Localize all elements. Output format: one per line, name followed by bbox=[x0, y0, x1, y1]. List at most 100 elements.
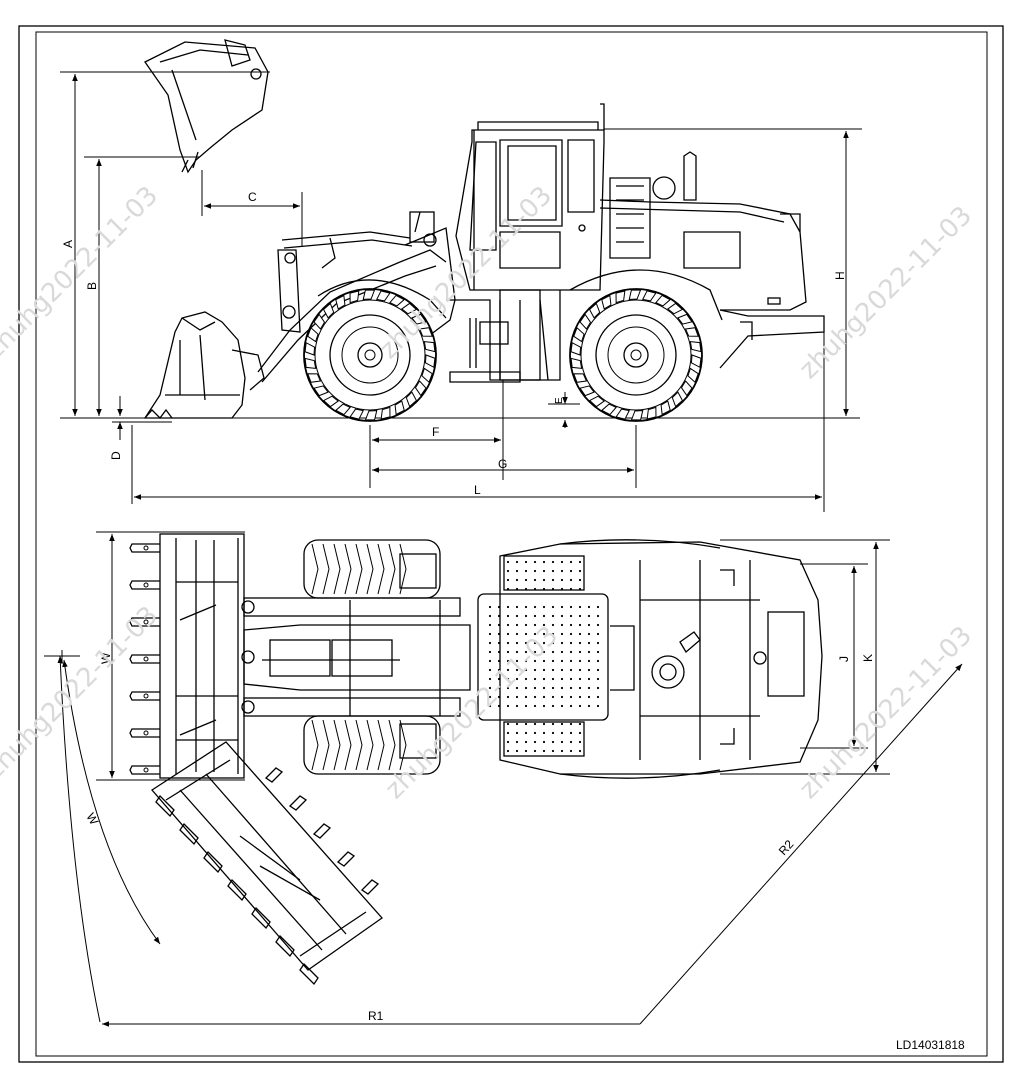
bucket-top bbox=[129, 533, 245, 779]
tire-tread-lug bbox=[322, 302, 335, 319]
bucket-tooth bbox=[129, 691, 160, 701]
tire-tread-lug bbox=[655, 294, 671, 307]
dimension-g-label: G bbox=[498, 457, 507, 471]
tire-tread-lug bbox=[394, 400, 405, 416]
tire-tread-lug bbox=[349, 290, 360, 304]
center-body bbox=[446, 289, 561, 383]
tire-tread-lug bbox=[642, 290, 657, 302]
tire-tread-lug bbox=[570, 341, 582, 356]
bucket-tooth bbox=[129, 654, 160, 664]
tooth-pin bbox=[143, 656, 149, 662]
tire-tread-mark bbox=[377, 543, 385, 595]
bucket-lug bbox=[264, 767, 284, 783]
tire-tread-lug bbox=[364, 410, 378, 421]
inner-frame bbox=[35, 31, 988, 1057]
tire-tread-mark bbox=[311, 719, 319, 771]
tire-tread-lug bbox=[677, 313, 693, 325]
top-dimensions: W J K R1 R2 W bbox=[44, 531, 963, 1027]
tire-tread-mark bbox=[344, 543, 352, 595]
dimension-r2-label: R2 bbox=[776, 837, 797, 858]
tire-tread-lug bbox=[411, 313, 427, 325]
front-frame-top bbox=[241, 597, 471, 717]
rear-wheel bbox=[569, 288, 703, 422]
tire-tread-lug bbox=[418, 327, 433, 337]
tooth-pin bbox=[143, 545, 149, 551]
front-wheel bbox=[303, 288, 437, 422]
tooth-pin bbox=[143, 693, 149, 699]
top-view bbox=[129, 533, 823, 986]
tire-tread-lug bbox=[579, 385, 595, 397]
tire-tread-lug bbox=[405, 391, 418, 408]
tire-tread-mark bbox=[366, 719, 374, 771]
bucket-tooth bbox=[227, 878, 247, 902]
watermarks: zhuhg2022-11-03 zhuhg2022-11-03 zhuhg202… bbox=[0, 181, 978, 805]
side-view bbox=[60, 39, 860, 422]
tire-tread-lug bbox=[307, 326, 319, 343]
tire-tread-lug bbox=[322, 395, 340, 408]
dimension-c-label: C bbox=[248, 190, 257, 204]
tire-tread-lug bbox=[304, 357, 317, 369]
tire-tread-lug bbox=[588, 302, 601, 319]
tire-tread-lug bbox=[630, 410, 644, 421]
bucket-tooth bbox=[129, 617, 160, 627]
tire-tread-mark bbox=[377, 719, 385, 771]
rear-tire-left bbox=[559, 539, 721, 549]
tire-tread-lug bbox=[671, 391, 684, 408]
tire-tread-mark bbox=[322, 719, 330, 771]
tire-tread-lug bbox=[687, 367, 699, 384]
tire-tread-lug bbox=[304, 341, 316, 356]
tire-tread-lug bbox=[573, 373, 588, 383]
tire-tread-lug bbox=[313, 313, 326, 330]
tire-tread-lug bbox=[684, 327, 699, 337]
tire-tread-lug bbox=[349, 408, 364, 420]
tire-tread-lug bbox=[424, 354, 436, 369]
dimension-l-label: L bbox=[474, 483, 481, 497]
tire-tread-lug bbox=[680, 380, 693, 397]
cab bbox=[455, 103, 605, 291]
dimension-r1-label: R1 bbox=[368, 1009, 384, 1023]
engine-hood bbox=[599, 151, 825, 369]
tire-tread-mark bbox=[333, 543, 341, 595]
tire-tread-lug bbox=[335, 403, 351, 416]
tire-tread-lug bbox=[414, 380, 427, 397]
bucket-lug bbox=[312, 823, 332, 839]
watermark-1: zhuhg2022-11-03 bbox=[0, 181, 164, 365]
rear-tire-right bbox=[559, 769, 721, 779]
lift-arm bbox=[257, 211, 447, 383]
tire-tread-lug bbox=[570, 357, 583, 369]
bucket-tooth bbox=[129, 580, 160, 590]
tire-tread-mark bbox=[399, 543, 407, 595]
tire-tread-mark bbox=[355, 543, 363, 595]
front-fender bbox=[317, 279, 447, 319]
tire-tread-lug bbox=[389, 294, 405, 307]
bucket-tooth bbox=[251, 906, 271, 930]
dimension-d-label: D bbox=[109, 451, 123, 460]
bucket-tooth bbox=[275, 934, 295, 958]
raised-bucket bbox=[144, 39, 269, 174]
tire-tread-lug bbox=[307, 373, 322, 383]
tire-tread-mark bbox=[322, 543, 330, 595]
tire-tread-lug bbox=[421, 367, 433, 384]
tire-tread-mark bbox=[333, 719, 341, 771]
tire-tread-lug bbox=[615, 408, 630, 420]
tooth-pin bbox=[143, 582, 149, 588]
rear-chassis-top bbox=[477, 541, 823, 775]
tire-tread-lug bbox=[660, 400, 671, 416]
tire-tread-lug bbox=[400, 302, 418, 315]
dimension-w-turn-label: W bbox=[83, 811, 101, 828]
tire-tread-lug bbox=[615, 290, 626, 304]
watermark-2: zhuhg2022-11-03 bbox=[374, 181, 558, 365]
tire-tread-lug bbox=[588, 395, 606, 408]
bucket-tooth bbox=[179, 822, 199, 846]
bucket-tooth bbox=[129, 765, 160, 775]
bucket-lug bbox=[360, 879, 380, 895]
tire-tread-mark bbox=[366, 543, 374, 595]
dimension-j-label: J bbox=[837, 656, 851, 662]
tire-tread-mark bbox=[388, 719, 396, 771]
watermark-5: zhuhg2022-11-03 bbox=[380, 621, 564, 805]
tire-tread-lug bbox=[690, 354, 702, 369]
dimension-r2-line bbox=[639, 663, 963, 1025]
tire-tread-lug bbox=[362, 289, 376, 300]
rear-fender bbox=[569, 269, 723, 321]
watermark-3: zhuhg2022-11-03 bbox=[794, 201, 978, 385]
